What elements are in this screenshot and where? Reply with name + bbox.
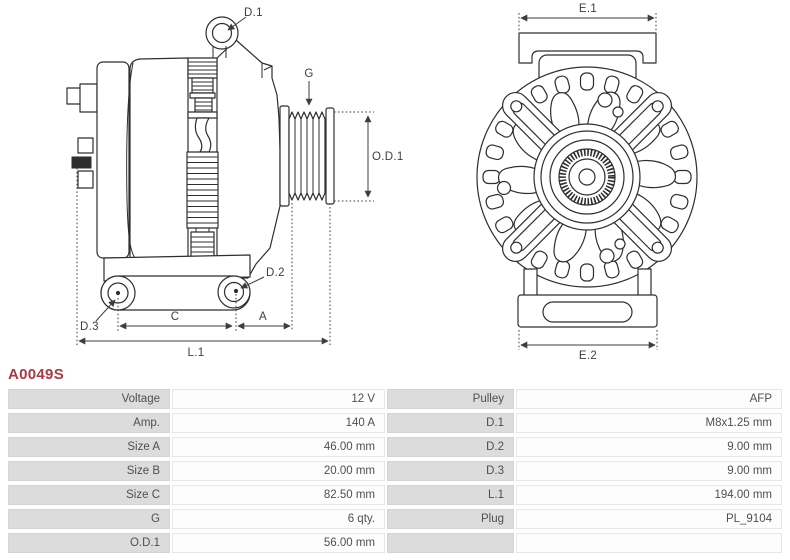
spec-label: Voltage [8, 389, 170, 409]
dim-label-a: A [259, 311, 267, 323]
table-row: Voltage 12 V Pulley AFP [8, 389, 782, 409]
spec-label: D.1 [387, 413, 514, 433]
spec-label: Pulley [387, 389, 514, 409]
dim-label-d1: D.1 [244, 7, 263, 19]
spec-value: 140 A [172, 413, 385, 433]
spec-value: 194.00 mm [516, 485, 782, 505]
dim-label-e2: E.2 [579, 350, 597, 362]
dim-label-od1: O.D.1 [372, 151, 404, 163]
spec-table: Voltage 12 V Pulley AFP Amp. 140 A D.1 M… [8, 389, 782, 557]
spec-value [516, 533, 782, 553]
spec-value: 82.50 mm [172, 485, 385, 505]
spec-value: 20.00 mm [172, 461, 385, 481]
spec-label [387, 533, 514, 553]
table-row: O.D.1 56.00 mm [8, 533, 782, 553]
side-view-diagram: D.1 G O.D.1 D.2 D.3 C A L.1 [66, 7, 404, 359]
spec-value: AFP [516, 389, 782, 409]
table-row: Size C 82.50 mm L.1 194.00 mm [8, 485, 782, 505]
spec-label: L.1 [387, 485, 514, 505]
spec-value: 6 qty. [172, 509, 385, 529]
spec-value: PL_9104 [516, 509, 782, 529]
table-row: G 6 qty. Plug PL_9104 [8, 509, 782, 529]
part-number: A0049S [8, 366, 65, 383]
spec-value: 9.00 mm [516, 437, 782, 457]
spec-label: D.3 [387, 461, 514, 481]
dim-label-e1: E.1 [579, 3, 597, 15]
spec-value: M8x1.25 mm [516, 413, 782, 433]
dim-label-c: C [171, 311, 180, 323]
spec-label: Size A [8, 437, 170, 457]
table-row: Size B 20.00 mm D.3 9.00 mm [8, 461, 782, 481]
spec-label: Plug [387, 509, 514, 529]
pulley [279, 105, 335, 207]
spec-label: G [8, 509, 170, 529]
table-row: Amp. 140 A D.1 M8x1.25 mm [8, 413, 782, 433]
spec-value: 46.00 mm [172, 437, 385, 457]
spec-label: Size B [8, 461, 170, 481]
front-view-dimensions: E.1 E.2 [518, 3, 658, 362]
spec-label: D.2 [387, 437, 514, 457]
dim-label-d2: D.2 [266, 267, 285, 279]
spec-value: 9.00 mm [516, 461, 782, 481]
spec-label: O.D.1 [8, 533, 170, 553]
dim-label-d3: D.3 [80, 321, 99, 333]
dim-label-g: G [304, 68, 313, 80]
dim-label-l1: L.1 [188, 347, 205, 359]
spec-value: 12 V [172, 389, 385, 409]
spec-label: Size C [8, 485, 170, 505]
table-row: Size A 46.00 mm D.2 9.00 mm [8, 437, 782, 457]
spec-value: 56.00 mm [172, 533, 385, 553]
top-bracket [518, 32, 657, 64]
technical-drawing: D.1 G O.D.1 D.2 D.3 C A L.1 [66, 3, 698, 362]
side-view-dimensions: D.1 G O.D.1 D.2 D.3 C A L.1 [76, 7, 404, 359]
front-view-diagram: E.1 E.2 [476, 3, 698, 362]
terminal-block [71, 156, 92, 169]
spec-label: Amp. [8, 413, 170, 433]
shaft-hub [533, 123, 641, 231]
